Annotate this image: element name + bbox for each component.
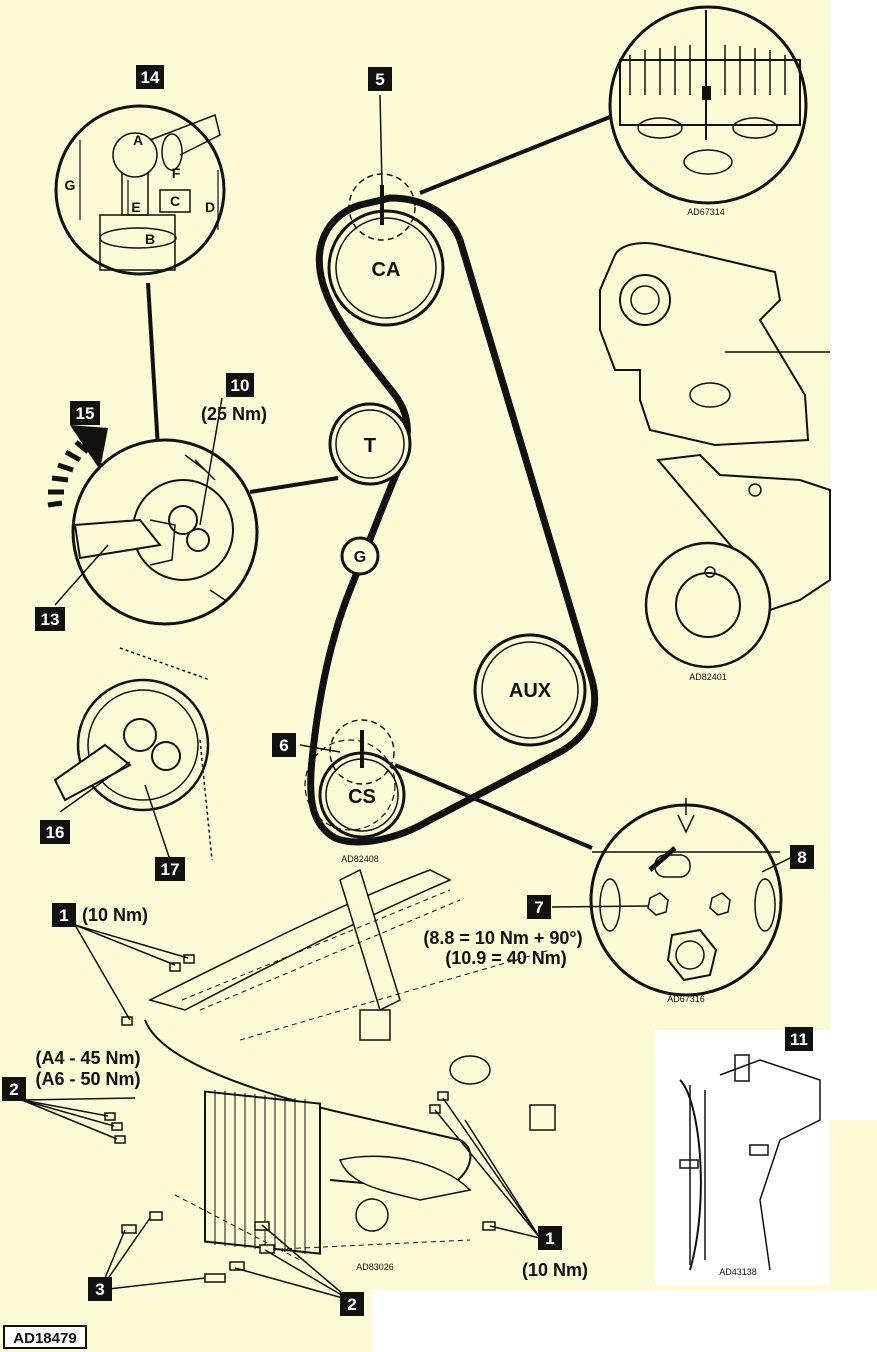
svg-text:6: 6 (279, 736, 288, 755)
callout-7: 7 (527, 895, 551, 919)
detail-letter-b: B (145, 231, 155, 247)
detail-letter-e: E (131, 199, 140, 215)
svg-text:1: 1 (545, 1229, 554, 1248)
torque-label-7-line1: (8.8 = 10 Nm + 90°) (423, 928, 582, 948)
callout-17: 17 (155, 857, 185, 881)
callout-15: 15 (70, 401, 100, 425)
detail-letter-d: D (205, 199, 215, 215)
leader-tensioner-detail (249, 476, 339, 494)
detail-letter-c: C (170, 193, 180, 209)
callout-13: 13 (35, 607, 65, 631)
rotation-arrow-15 (47, 425, 108, 508)
camshaft-pulley: CA (327, 173, 445, 327)
figure-code-belt-layout: AD82408 (341, 854, 379, 864)
svg-text:8: 8 (797, 848, 806, 867)
leader-cam-detail (419, 113, 616, 195)
callout-5: 5 (368, 67, 392, 91)
svg-text:16: 16 (46, 823, 65, 842)
figure-code-tensioner-detail: AD82401 (689, 672, 727, 682)
torque-label-2-line1: (A4 - 45 Nm) (35, 1048, 140, 1068)
detail-letter-f: F (172, 165, 181, 181)
crank-detail-view: AD67316 (589, 798, 783, 1004)
callout-3: 3 (88, 1277, 112, 1301)
crank-timing-mark-circle (329, 719, 395, 785)
callout-8: 8 (790, 845, 814, 869)
leader-lines (21, 94, 791, 1301)
svg-text:11: 11 (790, 1030, 808, 1049)
figure-code-hub-detail: AD43138 (719, 1267, 757, 1277)
crankshaft-pulley: CS (304, 719, 406, 839)
svg-text:1: 1 (59, 906, 68, 925)
pulley-label-ca: CA (372, 259, 401, 281)
figure-code-crank-detail: AD67316 (667, 994, 705, 1004)
torque-label-10: (25 Nm) (201, 404, 267, 424)
main-figure-code: AD18479 (3, 1325, 87, 1349)
torque-label-1-bottom: (10 Nm) (522, 1260, 588, 1280)
tensioner-bracket-view: AD82401 (599, 242, 831, 682)
guide-pulley: G (340, 536, 380, 576)
radiator-assembly-view: AD83026 (144, 868, 556, 1272)
auxiliary-pulley: AUX (473, 633, 587, 747)
tensioner-pulley: T (328, 402, 412, 486)
svg-text:15: 15 (76, 404, 95, 423)
pulley-label-g: G (354, 549, 366, 566)
callout-14: 14 (136, 65, 164, 89)
pulley-label-t: T (364, 435, 376, 457)
callout-10: 10 (226, 373, 254, 397)
svg-text:5: 5 (375, 70, 384, 89)
leader-detail-14 (146, 282, 160, 449)
svg-text:13: 13 (41, 610, 60, 629)
svg-text:7: 7 (534, 898, 543, 917)
cam-detail-view: AD67314 (608, 5, 808, 217)
torque-label-2-line2: (A6 - 50 Nm) (35, 1069, 140, 1089)
leader-crank-detail (394, 763, 593, 850)
detail-letter-g: G (65, 177, 76, 193)
pulley-label-cs: CS (348, 786, 376, 808)
svg-text:17: 17 (161, 860, 180, 879)
callout-11: 11 (785, 1027, 813, 1051)
callout-2-bottom: 2 (340, 1292, 364, 1316)
svg-text:2: 2 (347, 1295, 356, 1314)
detail-letter-a: A (133, 132, 143, 148)
figure-code-radiator: AD83026 (356, 1262, 394, 1272)
callout-1-bottom: 1 (538, 1226, 562, 1250)
white-bottom-panel (372, 1290, 877, 1352)
callout-6: 6 (272, 733, 296, 757)
svg-text:2: 2 (9, 1080, 18, 1099)
timing-belt (307, 194, 599, 846)
fasteners (104, 954, 496, 1283)
callout-16: 16 (40, 820, 70, 844)
figure-code-cam-detail: AD67314 (687, 207, 725, 217)
svg-text:3: 3 (95, 1280, 104, 1299)
svg-text:10: 10 (231, 376, 250, 395)
tensioner-adjust-view (71, 438, 259, 626)
svg-text:14: 14 (141, 68, 160, 87)
torque-label-1-top: (10 Nm) (82, 905, 148, 925)
pulley-label-aux: AUX (509, 680, 552, 702)
detail-14-view: A B C D E F G (54, 104, 226, 276)
callout-1-top: 1 (52, 903, 76, 927)
callout-2-left: 2 (2, 1077, 26, 1101)
hub-detail-view: AD43138 (655, 1030, 830, 1285)
svg-text:AD18479: AD18479 (13, 1330, 76, 1347)
torque-label-7-line2: (10.9 = 40 Nm) (445, 948, 567, 968)
crank-tool-view (53, 647, 213, 861)
